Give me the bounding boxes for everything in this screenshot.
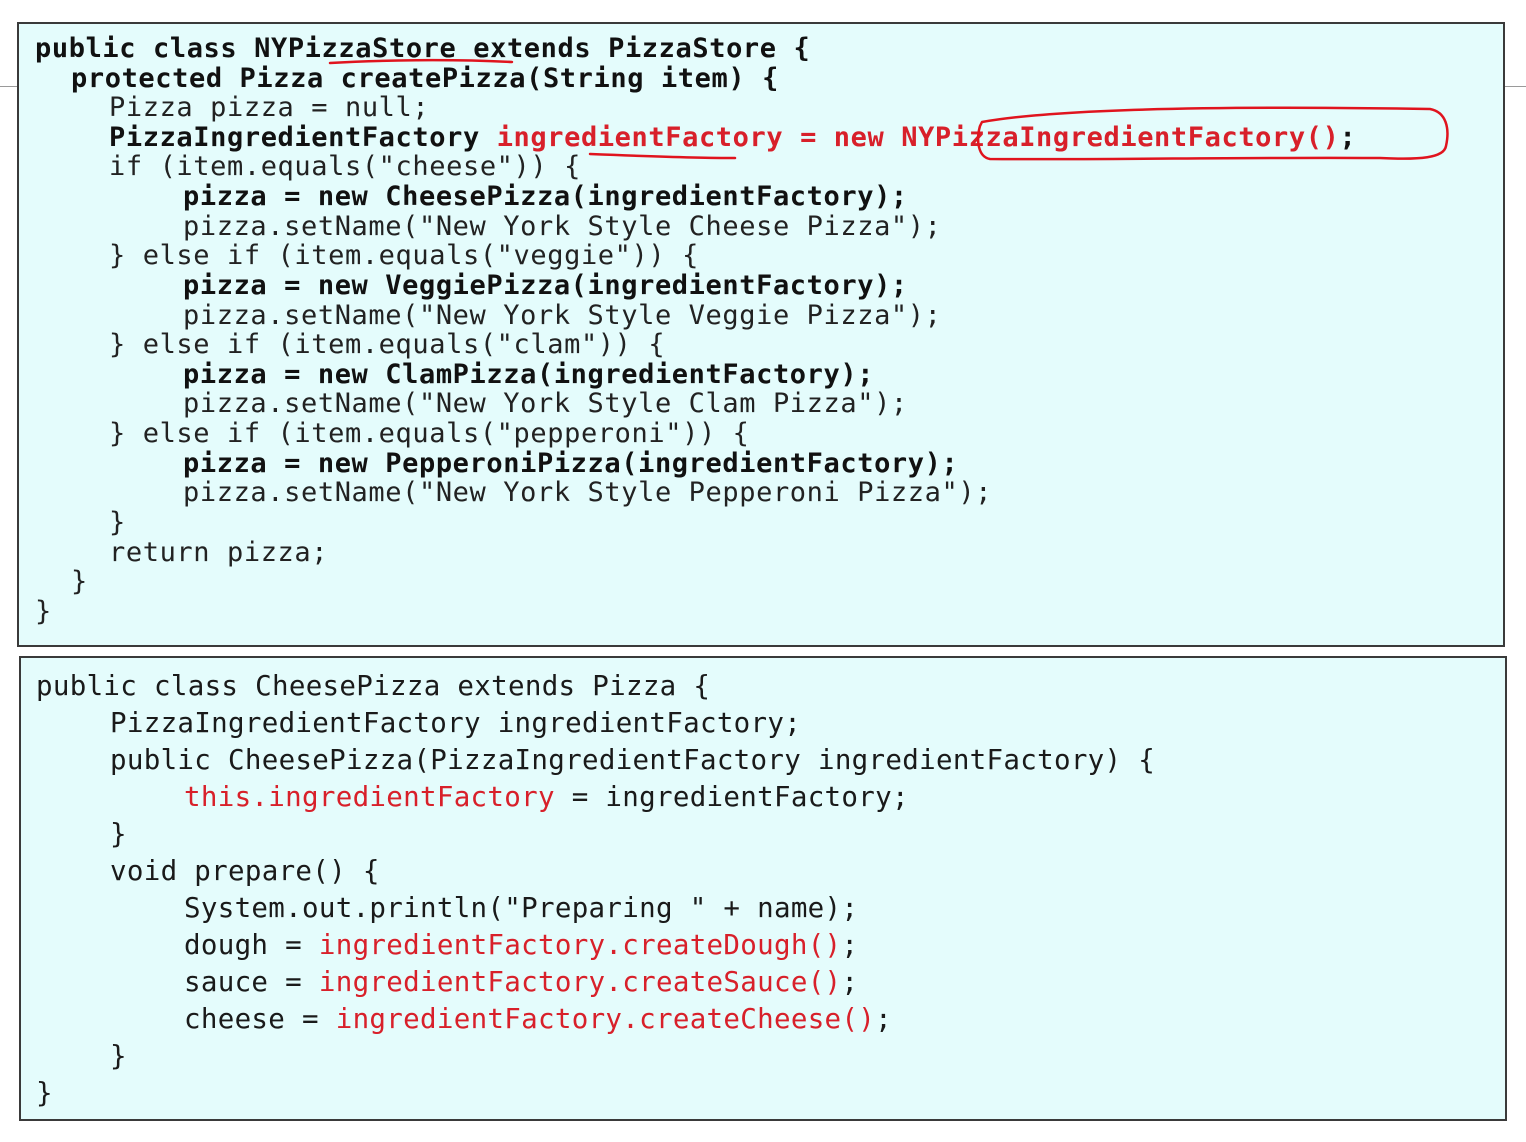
code-line: if (item.equals("cheese")) { bbox=[109, 151, 581, 182]
code-highlight-create-cheese: ingredientFactory.createCheese() bbox=[335, 1003, 876, 1035]
code-highlight-create-sauce: ingredientFactory.createSauce() bbox=[318, 966, 842, 998]
code-line: PizzaIngredientFactory ingredientFactory… bbox=[110, 707, 802, 739]
code-semicolon: ; bbox=[875, 1003, 892, 1035]
code-line: pizza.setName("New York Style Veggie Piz… bbox=[183, 300, 942, 331]
code-text: = ingredientFactory; bbox=[554, 781, 909, 813]
cheese-pizza-code-box: public class CheesePizza extends Pizza {… bbox=[19, 656, 1507, 1121]
code-line-this-assignment: this.ingredientFactory = ingredientFacto… bbox=[184, 781, 909, 813]
code-line: pizza.setName("New York Style Cheese Piz… bbox=[183, 211, 942, 242]
code-text: cheese = bbox=[184, 1003, 336, 1035]
code-line: } bbox=[110, 818, 127, 850]
code-line: pizza = new ClamPizza(ingredientFactory)… bbox=[183, 359, 875, 390]
code-type-name: PizzaIngredientFactory bbox=[109, 122, 497, 153]
code-line: public class NYPizzaStore extends PizzaS… bbox=[35, 33, 811, 64]
code-line-sauce: sauce = ingredientFactory.createSauce(); bbox=[184, 966, 858, 998]
code-line-dough: dough = ingredientFactory.createDough(); bbox=[184, 929, 858, 961]
code-line: } bbox=[71, 566, 88, 597]
code-line: } else if (item.equals("veggie")) { bbox=[109, 240, 699, 271]
code-line: pizza = new CheesePizza(ingredientFactor… bbox=[183, 181, 908, 212]
code-line: } bbox=[35, 596, 52, 627]
code-highlight-factory-assignment: ingredientFactory = new NYPizzaIngredien… bbox=[496, 122, 1340, 153]
code-line: pizza = new VeggiePizza(ingredientFactor… bbox=[183, 270, 908, 301]
code-semicolon: ; bbox=[1339, 122, 1357, 153]
code-line: pizza.setName("New York Style Pepperoni … bbox=[183, 477, 993, 508]
code-line: Pizza pizza = null; bbox=[109, 92, 430, 123]
code-line: } else if (item.equals("clam")) { bbox=[109, 329, 666, 360]
ny-pizza-store-code-box: public class NYPizzaStore extends PizzaS… bbox=[17, 22, 1505, 647]
code-line: System.out.println("Preparing " + name); bbox=[184, 892, 859, 924]
code-line-cheese: cheese = ingredientFactory.createCheese(… bbox=[184, 1003, 892, 1035]
code-line: protected Pizza createPizza(String item)… bbox=[71, 63, 779, 94]
code-line: return pizza; bbox=[109, 537, 329, 568]
code-line: } bbox=[36, 1077, 53, 1109]
code-line-factory-declaration: PizzaIngredientFactory ingredientFactory… bbox=[109, 122, 1356, 153]
code-line: pizza = new PepperoniPizza(ingredientFac… bbox=[183, 448, 959, 479]
code-line: public class CheesePizza extends Pizza { bbox=[36, 670, 711, 702]
code-text: sauce = bbox=[184, 966, 319, 998]
code-line: void prepare() { bbox=[110, 855, 380, 887]
code-line: } bbox=[109, 507, 126, 538]
code-line: } else if (item.equals("pepperoni")) { bbox=[109, 418, 750, 449]
code-line: pizza.setName("New York Style Clam Pizza… bbox=[183, 388, 908, 419]
code-line: } bbox=[110, 1040, 127, 1072]
code-highlight-this-field: this.ingredientFactory bbox=[184, 781, 555, 813]
code-semicolon: ; bbox=[841, 966, 859, 998]
code-line: public CheesePizza(PizzaIngredientFactor… bbox=[110, 744, 1156, 776]
code-highlight-create-dough: ingredientFactory.createDough() bbox=[318, 929, 842, 961]
code-semicolon: ; bbox=[841, 929, 859, 961]
code-text: dough = bbox=[184, 929, 319, 961]
